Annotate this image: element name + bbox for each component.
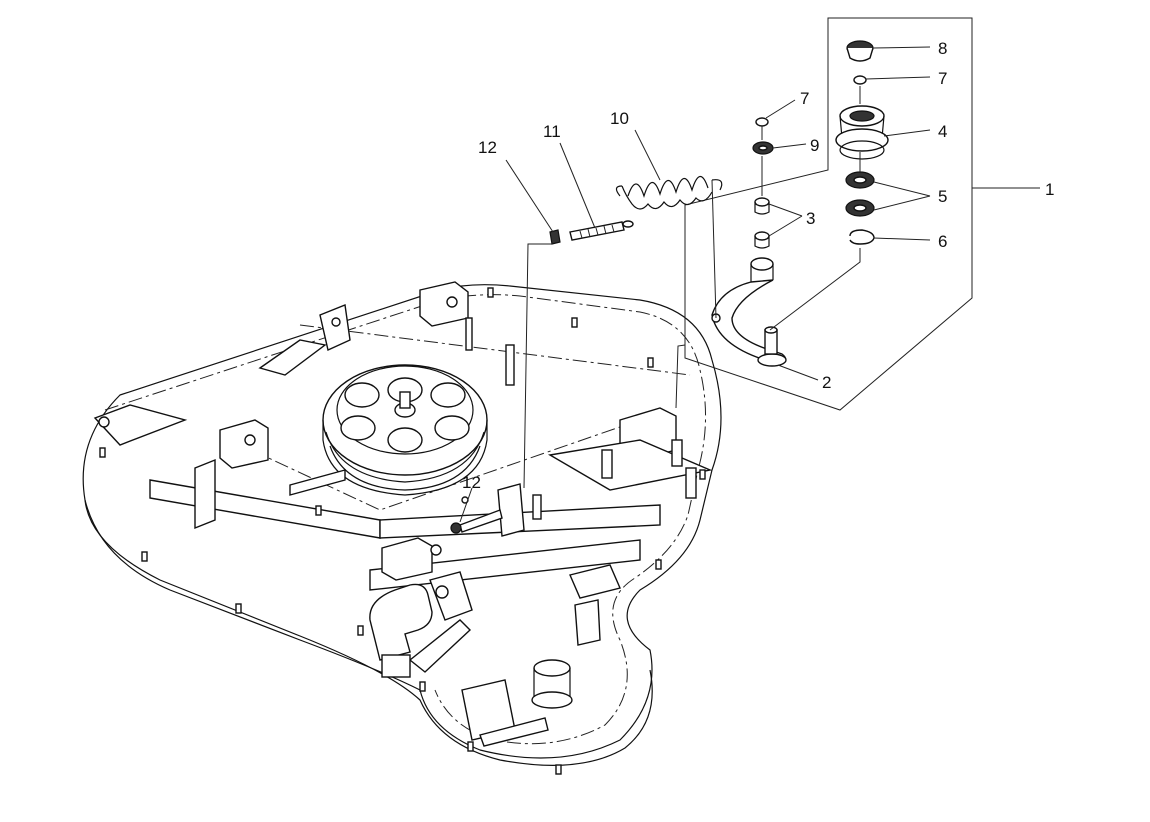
- deck-block-front-hole: [446, 296, 458, 308]
- part-8-cap: [846, 40, 874, 62]
- part-12-nut-upper: [549, 229, 561, 245]
- deck-rod: [289, 469, 346, 496]
- callout-2: 2: [822, 373, 831, 392]
- callout-9: 9: [810, 136, 819, 155]
- callout-labels: 8 7 4 5 6 1 2 7 9 3 10 11 12 12: [462, 39, 1054, 492]
- deck-handle-block: [381, 654, 411, 678]
- deck-left-flap: [93, 404, 188, 446]
- deck-pulley: [322, 364, 488, 496]
- callout-12-lower: 12: [462, 473, 481, 492]
- frame-rail-side: [194, 458, 216, 530]
- deck-studs: [99, 287, 706, 775]
- bolt-12-lower: [450, 522, 462, 534]
- part-6-snap-ring: [849, 229, 875, 245]
- callout-8: 8: [938, 39, 947, 58]
- part-7-ring-lower: [755, 117, 769, 127]
- deck-center-line: [299, 324, 691, 376]
- callout-7-upper: 7: [938, 69, 947, 88]
- callout-10: 10: [610, 109, 629, 128]
- part-11-eye-bolt: [569, 220, 634, 241]
- rail-block-left: [219, 419, 269, 469]
- deck-lift-handle: [369, 583, 433, 661]
- part-10-spring: [615, 175, 723, 210]
- callout-12-upper: 12: [478, 138, 497, 157]
- deck-spring-bracket: [497, 483, 525, 537]
- part-4-idler-pulley: [835, 105, 889, 160]
- part-5-bearings: [845, 171, 875, 217]
- deck-bracket-top: [258, 339, 327, 376]
- mower-deck: [82, 281, 722, 775]
- part-7-ring-upper: [853, 75, 867, 85]
- deck-bottom-shaft: [479, 717, 549, 747]
- rail-block-left-hole: [244, 434, 256, 446]
- leader-lines: [459, 46, 1040, 523]
- deck-handle-linkage: [408, 619, 472, 673]
- deck-skirt: [84, 499, 653, 766]
- deck-right-bracket: [569, 564, 621, 599]
- callout-5: 5: [938, 187, 947, 206]
- rail-plate-right: [547, 439, 713, 491]
- part-2-idler-arm: [711, 257, 787, 367]
- callout-7-lower: 7: [800, 89, 809, 108]
- deck-bracket-hole: [331, 317, 341, 327]
- rail-block-bottom-hole: [430, 544, 442, 556]
- callout-6: 6: [938, 232, 947, 251]
- deck-bracket-lug: [319, 304, 351, 351]
- part-3-bushings: [754, 197, 770, 249]
- rail-block-bottom: [381, 537, 433, 581]
- callout-11: 11: [543, 122, 561, 141]
- part-9-washer: [752, 141, 774, 155]
- deck-right-tab: [574, 599, 601, 646]
- deck-block-front: [419, 281, 469, 327]
- deck-handle-pin: [435, 585, 449, 599]
- deck-handle-bracket: [429, 571, 473, 621]
- deck-left-pin: [98, 416, 110, 428]
- callout-3: 3: [806, 209, 815, 228]
- deck-inner-edge: [104, 294, 707, 745]
- frame-rail-left: [149, 479, 381, 539]
- deck-cross-line: [229, 419, 641, 511]
- deck-posts: [465, 317, 697, 520]
- deck-spindle-housing: [531, 659, 573, 709]
- idler-assembly-frame: [684, 17, 973, 411]
- callout-4: 4: [938, 122, 947, 141]
- callout-1: 1: [1045, 180, 1054, 199]
- deck-outline: [82, 284, 722, 759]
